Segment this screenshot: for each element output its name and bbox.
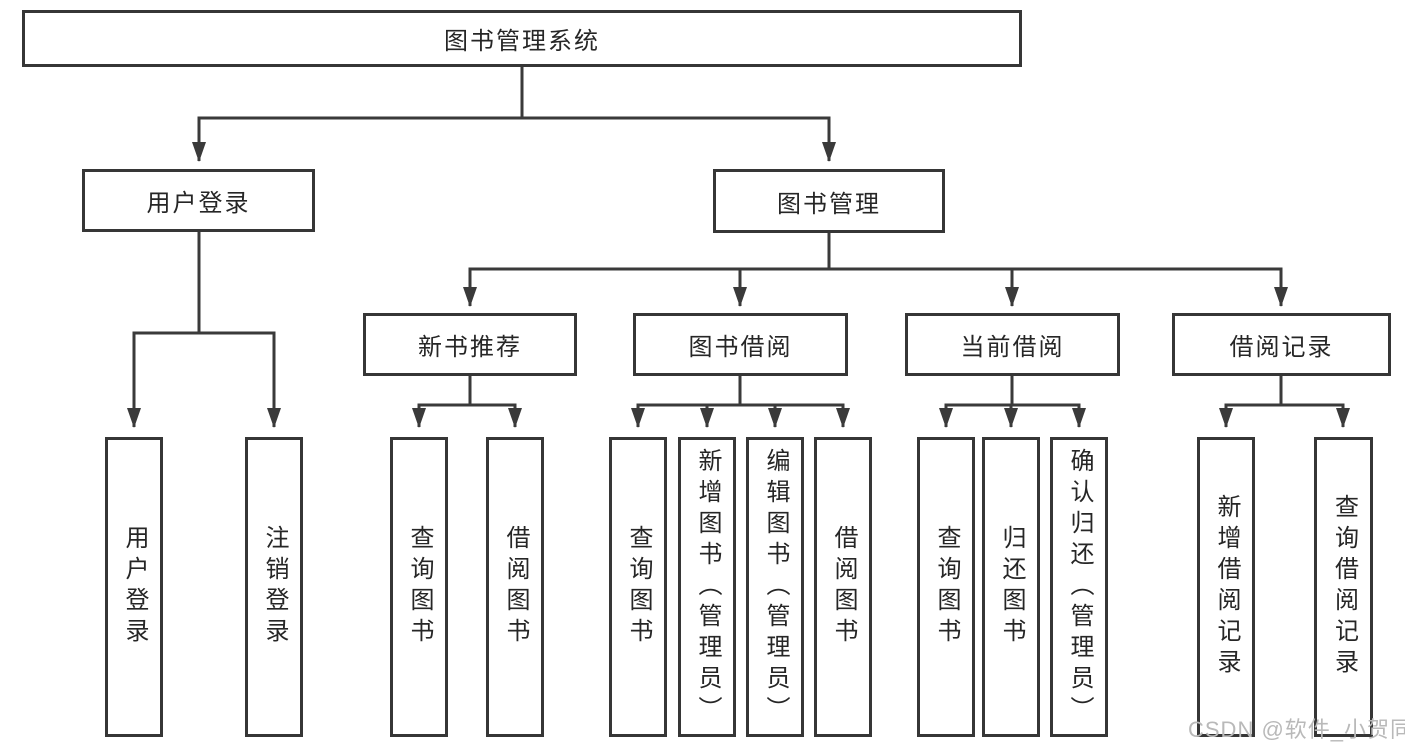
node-current-borrow-label: 当前借阅: [960, 334, 1065, 361]
watermark: CSDN @软件_小贺同学: [1188, 717, 1405, 742]
node-leaf-return-books-label: 归还图书: [998, 525, 1025, 649]
node-library-management-system-label: 图书管理系统: [444, 28, 600, 55]
edge-user-login-to-children: [127, 232, 281, 428]
node-leaf-query-books-borrow: 查询图书: [609, 437, 667, 737]
node-leaf-return-books: 归还图书: [982, 437, 1040, 737]
node-new-book-recommend-label: 新书推荐: [418, 334, 522, 361]
node-leaf-query-books-current-label: 查询图书: [933, 525, 960, 649]
node-leaf-borrow-books-label: 借阅图书: [830, 525, 857, 649]
node-leaf-add-books-admin-label: 新增图书（管理员）: [694, 447, 721, 727]
edge-book-borrow-to-children: [631, 376, 850, 428]
node-leaf-user-login: 用户登录: [105, 437, 163, 737]
node-leaf-borrow-books-recommend: 借阅图书: [486, 437, 544, 737]
node-leaf-query-borrow-record: 查询借阅记录: [1314, 437, 1373, 737]
edge-current-borrow-to-children: [939, 376, 1086, 428]
node-leaf-query-books-recommend: 查询图书: [390, 437, 448, 737]
node-book-management-label: 图书管理: [777, 190, 881, 218]
node-book-borrow: 图书借阅: [633, 313, 848, 376]
node-user-login-branch: 用户登录: [82, 169, 315, 232]
node-leaf-user-login-label: 用户登录: [121, 525, 148, 649]
edge-root-to-level2: [192, 67, 836, 162]
node-borrow-records: 借阅记录: [1172, 313, 1391, 376]
node-current-borrow: 当前借阅: [905, 313, 1120, 376]
node-book-management: 图书管理: [713, 169, 945, 233]
edge-borrow-records-to-children: [1219, 376, 1350, 428]
node-leaf-edit-books-admin: 编辑图书（管理员）: [746, 437, 804, 737]
node-user-login-branch-label: 用户登录: [146, 190, 251, 217]
node-leaf-confirm-return-admin-label: 确认归还（管理员）: [1066, 447, 1093, 727]
node-leaf-edit-books-admin-label: 编辑图书（管理员）: [762, 447, 789, 727]
node-leaf-add-borrow-record-label: 新增借阅记录: [1213, 494, 1240, 680]
node-leaf-logout: 注销登录: [245, 437, 303, 737]
node-leaf-query-borrow-record-label: 查询借阅记录: [1330, 494, 1358, 680]
edge-new-book-recommend-to-children: [412, 376, 522, 428]
node-leaf-query-books-current: 查询图书: [917, 437, 975, 737]
node-leaf-query-books-borrow-label: 查询图书: [625, 525, 652, 649]
edge-book-management-to-children: [463, 233, 1288, 307]
node-leaf-confirm-return-admin: 确认归还（管理员）: [1050, 437, 1108, 737]
node-library-management-system: 图书管理系统: [22, 10, 1022, 67]
node-leaf-logout-label: 注销登录: [261, 525, 288, 649]
node-leaf-borrow-books: 借阅图书: [814, 437, 872, 737]
node-new-book-recommend: 新书推荐: [363, 313, 577, 376]
node-book-borrow-label: 图书借阅: [688, 334, 793, 361]
node-borrow-records-label: 借阅记录: [1229, 334, 1334, 361]
node-leaf-add-books-admin: 新增图书（管理员）: [678, 437, 736, 737]
node-leaf-query-books-recommend-label: 查询图书: [406, 525, 433, 649]
node-leaf-add-borrow-record: 新增借阅记录: [1197, 437, 1255, 737]
node-leaf-borrow-books-recommend-label: 借阅图书: [502, 525, 529, 649]
